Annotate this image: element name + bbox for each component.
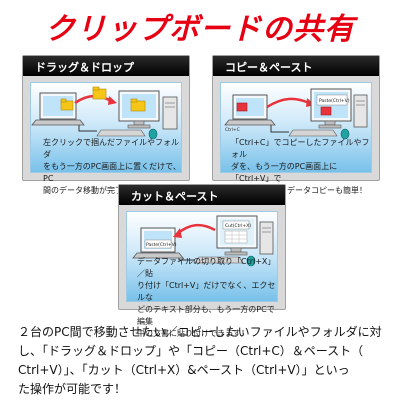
panel-heading: カット＆ペースト <box>131 190 219 203</box>
pc-tower-icon <box>162 96 178 130</box>
panel-illustration: 左クリックで掴んだファイルやフォルダ をもう一方のPC画面上に置くだけで、PC … <box>30 82 182 195</box>
folder-icon <box>92 86 107 100</box>
panel-header: ドラッグ＆ドロップ <box>23 56 189 76</box>
panel-description: データファイルの切り取り「Ctrl+X」／貼 り付け「Ctrl+V」だけでなく、… <box>137 257 276 338</box>
panel-drag-drop: ドラッグ＆ドロップ <box>22 55 190 195</box>
folder-icon <box>320 106 332 116</box>
panel-header: カット＆ペースト <box>119 185 285 205</box>
laptop-icon <box>31 92 85 126</box>
panel-description: 左クリックで掴んだファイルやフォルダ をもう一方のPC画面上に置くだけで、PC … <box>43 138 181 195</box>
cable-icon <box>270 125 289 133</box>
keyboard-icon <box>96 129 146 137</box>
panel-header: コピー＆ペースト <box>213 56 379 76</box>
panel-illustration: Ctrl+C Paste(Ctrl+V) <box>220 82 372 195</box>
mouse-icon <box>246 255 256 267</box>
panel-illustration: Paste(Ctrl+V) Cut(Ctrl+X) <box>126 211 278 338</box>
folder-icon <box>60 98 74 111</box>
shortcut-label: Ctrl+C <box>225 127 240 133</box>
page-title: クリップボードの共有 <box>45 12 355 47</box>
mouse-icon <box>148 128 158 140</box>
panel-cut-paste: カット＆ペースト Paste(Ctrl+V) Cut(Ctrl+X) <box>118 184 286 338</box>
arrow-icon <box>266 97 315 109</box>
pc-tower-icon <box>259 221 274 255</box>
panel-description: 「Ctrl+C」でコピーしたファイルやフォル ダを、もう一方のPC画面上に「Ct… <box>231 138 370 195</box>
panel-heading: コピー＆ペースト <box>225 61 313 74</box>
panel-heading: ドラッグ＆ドロップ <box>35 61 134 74</box>
description-text: ２台のPC間で移動させたい／コピーしたいファイルやフォルダに対 し、「ドラッグ＆… <box>18 325 382 396</box>
cable-icon <box>178 258 195 261</box>
keyboard-icon <box>288 129 338 137</box>
arrow-icon <box>173 223 216 238</box>
laptop-icon <box>224 94 276 126</box>
folder-icon <box>130 98 146 112</box>
mouse-icon <box>340 128 350 140</box>
paste-menu-label: Paste(Ctrl+V) <box>319 98 350 104</box>
folder-icon <box>236 102 248 112</box>
cable-icon <box>78 125 97 132</box>
keyboard-icon <box>194 256 244 264</box>
spreadsheet-icon <box>224 230 248 244</box>
pc-tower-icon <box>353 94 368 128</box>
cut-menu-label: Cut(Ctrl+X) <box>225 223 251 229</box>
paste-menu-label: Paste(Ctrl+V) <box>146 242 177 248</box>
panel-copy-paste: コピー＆ペースト Ctrl+C Paste(Ct <box>212 55 380 195</box>
